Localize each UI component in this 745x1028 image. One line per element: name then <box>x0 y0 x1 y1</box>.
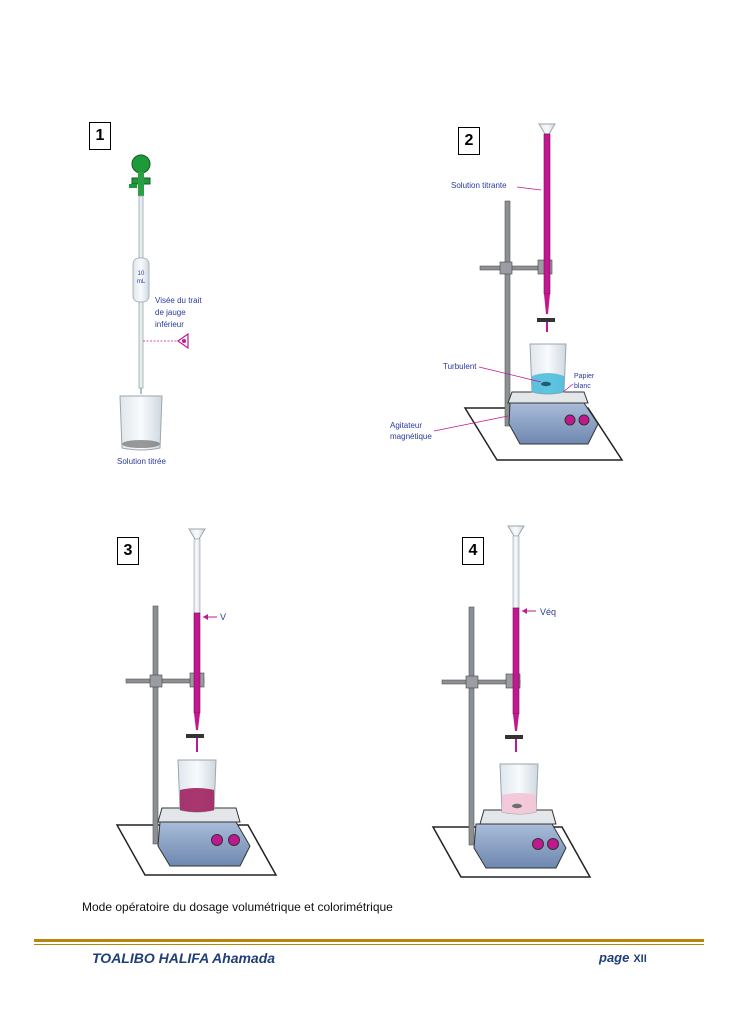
figure-number-1: 1 <box>89 122 111 150</box>
paper-label-line-2: blanc <box>574 383 591 390</box>
pipette-volume-unit: mL <box>137 279 146 285</box>
figure-caption: Mode opératoire du dosage volumétrique e… <box>82 900 393 914</box>
pipette-volume-number: 10 <box>138 271 145 277</box>
burette-label: Solution titrante <box>451 181 507 190</box>
eye-icon <box>176 332 189 350</box>
figure-4-setup: Véq <box>431 525 592 878</box>
figure-number-2: 2 <box>458 127 480 155</box>
gauge-label-line-1: Visée du trait <box>155 296 202 305</box>
stirrer-label-line-2: magnétique <box>390 432 432 441</box>
swirl-label: Turbulent <box>443 362 477 371</box>
pipette-filler-bulb <box>131 154 151 174</box>
burette-titrant-3 <box>193 612 201 714</box>
figure-number-3: 3 <box>117 537 139 565</box>
footer-rule-thick <box>34 939 704 942</box>
burette-titrant-4 <box>512 607 520 715</box>
volume-label-veq: Véq <box>540 607 556 617</box>
figure-2-setup: Solution titrante Turbulent Papier blanc… <box>390 123 624 461</box>
footer-page-label: page <box>599 950 630 965</box>
beaker-label: Solution titrée <box>117 457 166 466</box>
footer-page-number: XII <box>633 953 647 965</box>
figure-3-setup: V <box>115 528 278 876</box>
stirrer-label-line-1: Agitateur <box>390 421 422 430</box>
figure-number-4: 4 <box>462 537 484 565</box>
paper-label-line-1: Papier <box>574 373 595 380</box>
volume-label-v: V <box>220 612 226 622</box>
gauge-label-line-2: de jauge <box>155 308 186 317</box>
gauge-label-line-3: inférieur <box>155 320 184 329</box>
burette-titrant <box>543 133 551 295</box>
footer-rule-thin <box>34 944 704 945</box>
footer-author: TOALIBO HALIFA Ahamada <box>92 950 276 966</box>
figure-1-pipette: 10 mL Visée du trait de jauge inférieur … <box>117 154 202 466</box>
